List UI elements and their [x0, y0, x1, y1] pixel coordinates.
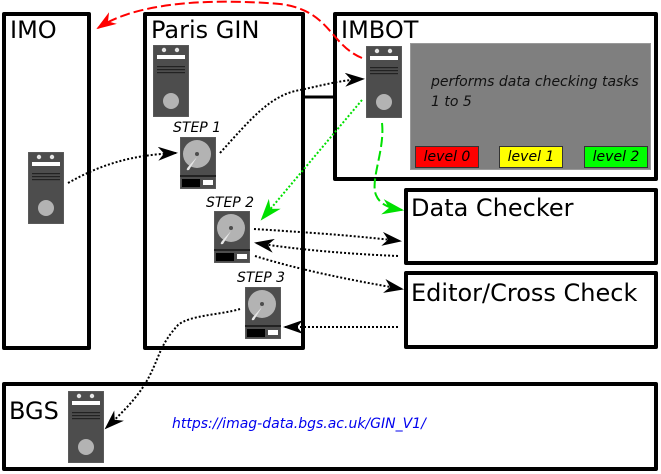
data-checker-box: [404, 188, 658, 265]
bgs-title: BGS: [9, 397, 59, 425]
server-icon: [153, 45, 189, 117]
bgs-url-link[interactable]: https://imag-data.bgs.ac.uk/GIN_V1/: [172, 416, 426, 432]
step-2-label: STEP 2: [206, 195, 255, 211]
server-icon: [366, 46, 402, 118]
imbot-description-panel: performs data checking tasks 1 to 5 leve…: [410, 43, 651, 170]
step-3-label: STEP 3: [237, 270, 286, 286]
paris-gin-title: Paris GIN: [151, 16, 260, 44]
hard-disk-icon: [245, 287, 281, 339]
level-0-badge: level 0: [415, 146, 479, 168]
imbot-description: performs data checking tasks 1 to 5: [431, 74, 639, 110]
level-2-badge: level 2: [584, 146, 648, 168]
data-checker-title: Data Checker: [411, 194, 574, 222]
step-1-label: STEP 1: [173, 120, 222, 136]
imo-title: IMO: [10, 16, 57, 44]
editor-cross-check-box: [404, 271, 658, 349]
hard-disk-icon: [180, 137, 216, 189]
imbot-title: IMBOT: [341, 16, 419, 44]
hard-disk-icon: [214, 211, 250, 263]
level-1-badge: level 1: [499, 146, 563, 168]
server-icon: [28, 152, 64, 224]
editor-cross-check-title: Editor/Cross Check: [411, 279, 638, 307]
server-icon: [68, 391, 104, 463]
